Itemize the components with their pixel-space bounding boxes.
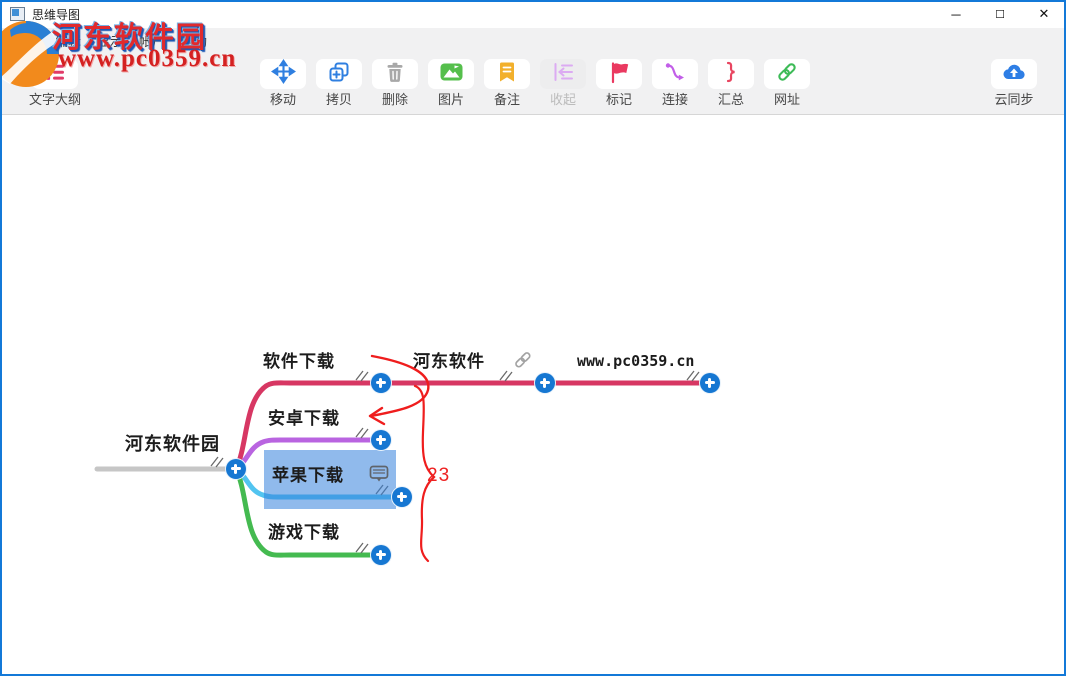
- menubar: 文件 编辑 显示 帐户 帮助: [2, 28, 1064, 52]
- connect-button[interactable]: 连接: [647, 59, 703, 106]
- add-node-button-android[interactable]: [370, 429, 392, 451]
- minimize-button[interactable]: ─: [951, 6, 961, 22]
- connect-label: 连接: [661, 92, 688, 107]
- window-controls: ─ ☐ ✕: [934, 0, 1066, 28]
- mark-button[interactable]: 标记: [591, 59, 647, 106]
- node-software-download[interactable]: 软件下载: [263, 352, 335, 371]
- url-label: 网址: [773, 92, 800, 107]
- image-button[interactable]: 图片: [423, 59, 479, 106]
- node-apple-download[interactable]: 苹果下载: [272, 466, 344, 485]
- menu-edit[interactable]: 编辑: [55, 33, 82, 49]
- outline-list-icon: [43, 60, 67, 89]
- url-button[interactable]: 网址: [759, 59, 815, 106]
- menu-help[interactable]: 帮助: [181, 33, 208, 49]
- note-bookmark-icon: [495, 60, 519, 89]
- menu-view[interactable]: 显示: [97, 33, 124, 49]
- cloud-sync-icon: [1001, 60, 1027, 89]
- move-button[interactable]: 移动: [255, 59, 311, 106]
- summary-label: 汇总: [717, 92, 744, 107]
- ink-summary-text: 23: [427, 465, 451, 486]
- cloud-sync-button[interactable]: 云同步: [986, 59, 1042, 106]
- menu-account[interactable]: 帐户: [139, 33, 166, 49]
- image-icon: [439, 60, 464, 89]
- note-label: 备注: [493, 92, 520, 107]
- note-button[interactable]: 备注: [479, 59, 535, 106]
- node-android-download[interactable]: 安卓下载: [268, 409, 340, 428]
- add-node-button-url[interactable]: [699, 372, 721, 394]
- move-label: 移动: [269, 92, 296, 107]
- trash-icon: [383, 60, 407, 89]
- link-icon: [775, 60, 799, 89]
- node-hedong-software[interactable]: 河东软件: [413, 352, 485, 371]
- move-arrows-icon: [270, 59, 296, 89]
- add-node-button-hedong[interactable]: [534, 372, 556, 394]
- summary-button[interactable]: 汇总: [703, 59, 759, 106]
- add-node-button-apple[interactable]: [391, 486, 413, 508]
- app-icon: [10, 7, 25, 21]
- collapse-icon: [551, 60, 575, 89]
- window-title: 思维导图: [32, 7, 81, 22]
- close-button[interactable]: ✕: [1038, 6, 1050, 21]
- menu-file[interactable]: 文件: [13, 33, 40, 49]
- mark-label: 标记: [605, 92, 632, 107]
- connector-icon: [663, 60, 687, 89]
- hyperlink-icon[interactable]: [513, 350, 533, 375]
- toolbar-right-group: 云同步: [986, 59, 1042, 106]
- toolbar-left-group: 文字大纲: [27, 59, 83, 106]
- maximize-button[interactable]: ☐: [995, 8, 1005, 21]
- copy-icon: [327, 60, 351, 89]
- collapse-button: 收起: [535, 59, 591, 106]
- node-root[interactable]: 河东软件园: [125, 434, 220, 454]
- image-label: 图片: [437, 92, 464, 107]
- delete-button[interactable]: 删除: [367, 59, 423, 106]
- delete-label: 删除: [381, 92, 408, 107]
- flag-icon: [607, 60, 631, 89]
- copy-label: 拷贝: [325, 92, 352, 107]
- copy-button[interactable]: 拷贝: [311, 59, 367, 106]
- text-outline-button[interactable]: 文字大纲: [27, 59, 83, 106]
- note-bubble-icon[interactable]: [369, 465, 390, 489]
- collapse-label: 收起: [549, 92, 576, 107]
- node-site-url[interactable]: www.pc0359.cn: [577, 352, 695, 370]
- text-outline-label: 文字大纲: [28, 92, 81, 107]
- titlebar: 思维导图 ─ ☐ ✕: [0, 0, 1066, 28]
- toolbar: 文字大纲 移动: [2, 52, 1064, 115]
- node-game-download[interactable]: 游戏下载: [268, 523, 340, 542]
- mindmap-canvas[interactable]: [2, 116, 1064, 674]
- add-node-button-game[interactable]: [370, 544, 392, 566]
- summary-brace-icon: [719, 60, 743, 89]
- cloud-sync-label: 云同步: [994, 92, 1034, 107]
- add-node-button-root[interactable]: [225, 458, 247, 480]
- add-node-button-software[interactable]: [370, 372, 392, 394]
- toolbar-main-group: 移动 拷贝: [255, 59, 815, 106]
